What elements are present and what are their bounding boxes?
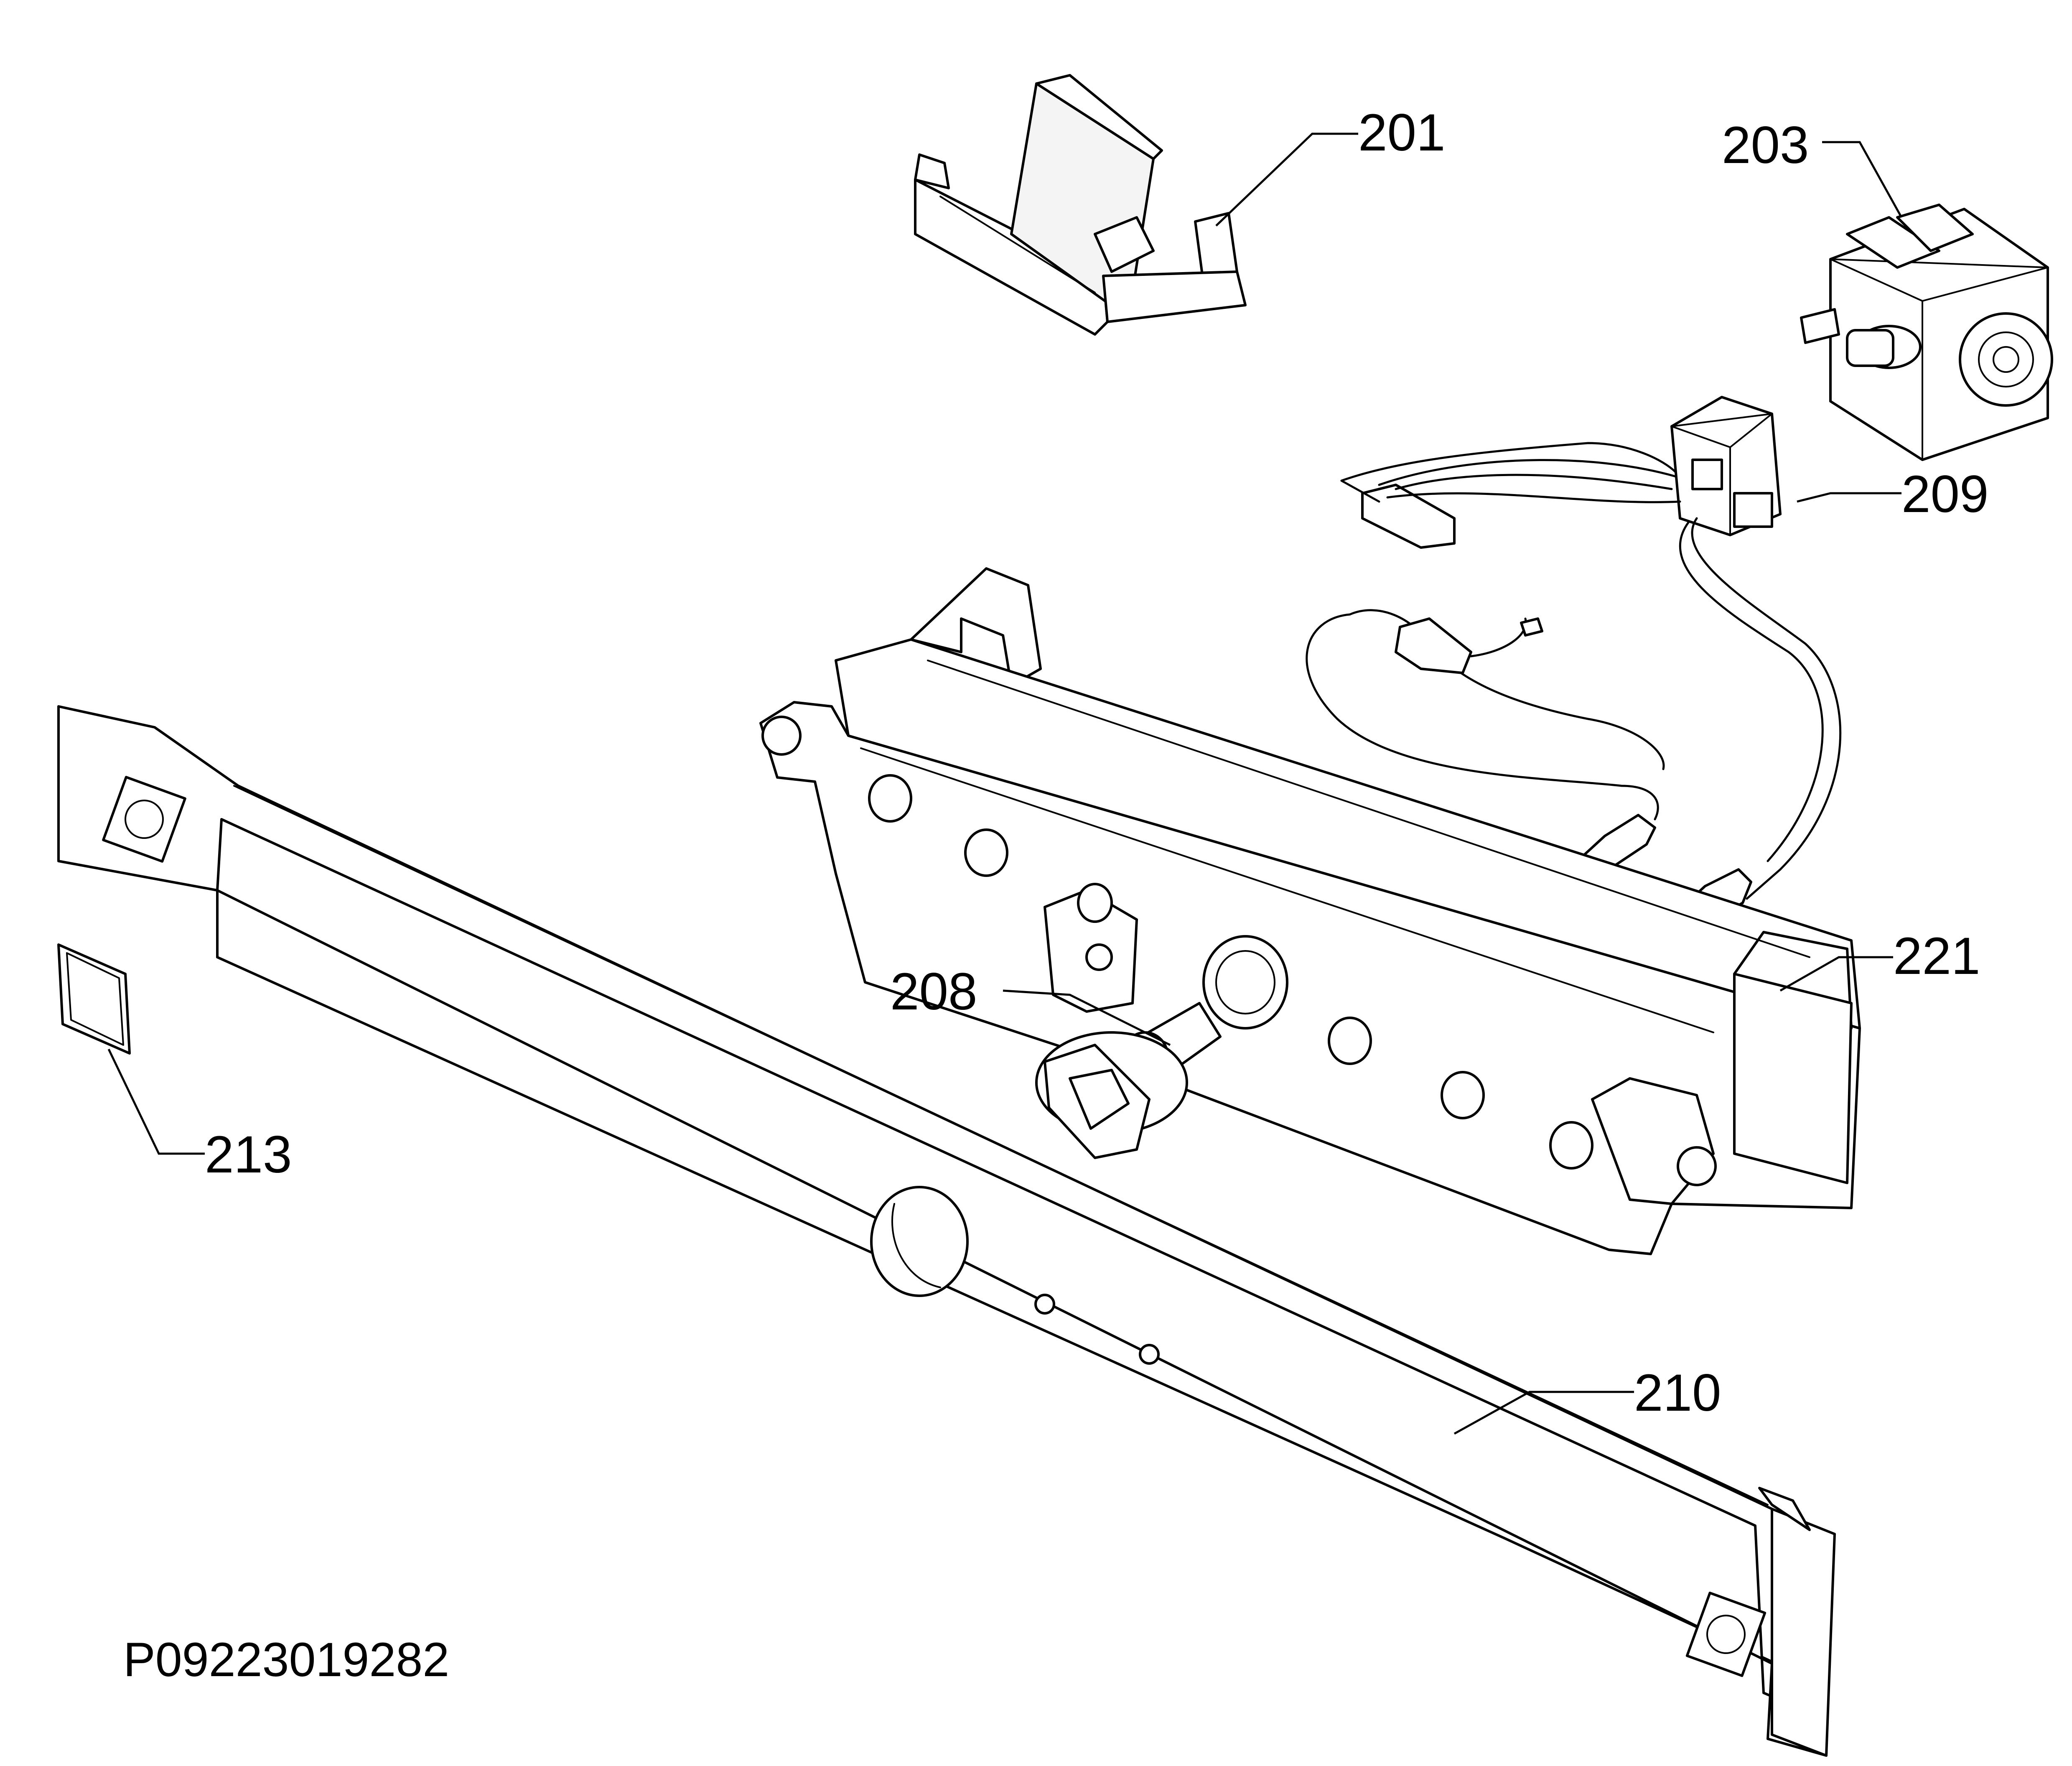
callout-208: 208 — [890, 963, 977, 1021]
callout-210: 210 — [1634, 1364, 1721, 1422]
part-213-pad[interactable] — [57, 943, 131, 1055]
callout-209: 209 — [1901, 465, 1989, 523]
callout-221: 221 — [1893, 927, 1980, 985]
leader-221 — [1779, 956, 1893, 992]
part-210-front-panel[interactable] — [57, 705, 1836, 1757]
part-208-knob[interactable] — [1035, 1002, 1222, 1159]
leader-209 — [1797, 492, 1901, 503]
callout-203: 203 — [1722, 116, 1809, 174]
leader-203 — [1822, 141, 1903, 218]
leader-lines — [107, 133, 1903, 1435]
drawing-code: P09223019282 — [123, 1633, 449, 1687]
leader-208 — [1003, 989, 1171, 1046]
part-209-wiring-harness[interactable] — [1340, 396, 1782, 549]
callout-213: 213 — [205, 1126, 292, 1184]
part-201-bracket[interactable] — [914, 74, 1247, 336]
leader-210 — [1453, 1391, 1634, 1435]
leader-213 — [107, 1048, 205, 1155]
part-203-thermostat[interactable] — [1800, 204, 2053, 461]
callout-201: 201 — [1358, 104, 1446, 162]
part-221-control-housing[interactable] — [759, 567, 1861, 1255]
leader-201 — [1215, 133, 1358, 227]
